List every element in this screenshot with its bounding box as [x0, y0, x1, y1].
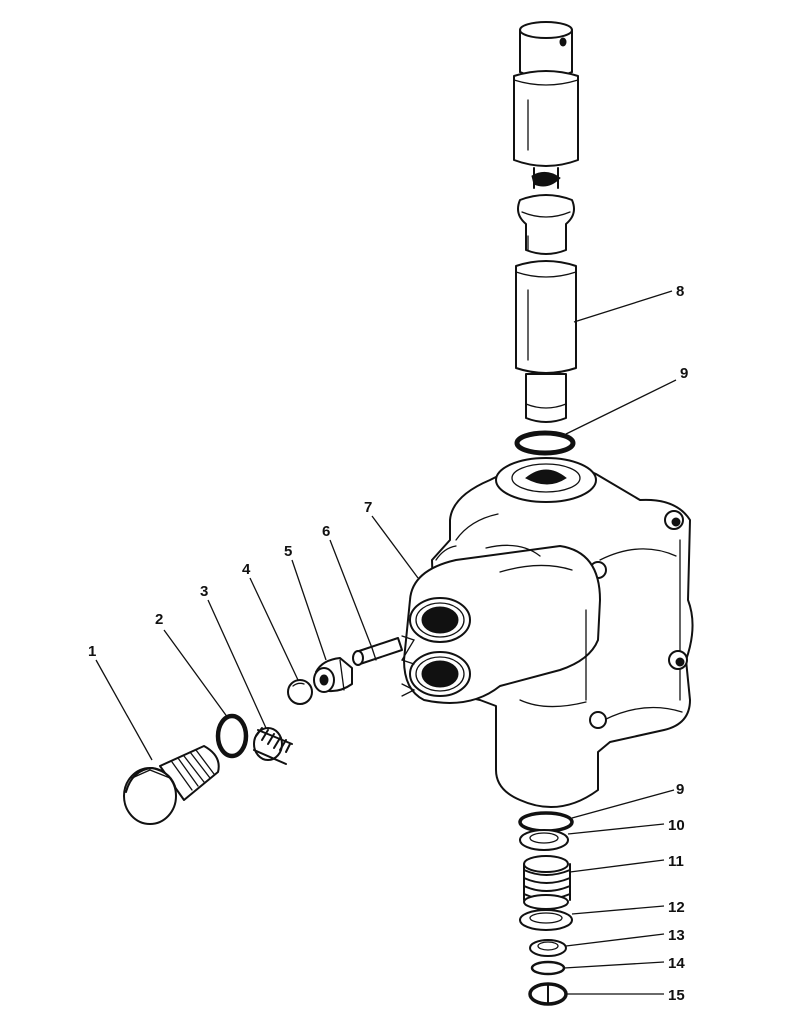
leader-7	[371, 515, 419, 579]
part-6-pin	[352, 637, 403, 666]
leader-10	[567, 823, 665, 835]
callout-14: 14	[668, 955, 685, 972]
leader-3	[207, 599, 267, 729]
leader-2	[163, 629, 229, 719]
callout-1: 1	[88, 643, 96, 660]
part-11-spring	[523, 855, 571, 910]
leader-11	[569, 859, 665, 873]
callout-2: 2	[155, 611, 163, 628]
callout-15: 15	[668, 987, 685, 1004]
callout-12: 12	[668, 899, 685, 916]
leader-lines	[95, 290, 677, 995]
part-13-cap	[529, 939, 567, 957]
leader-13	[565, 933, 665, 947]
callout-4: 4	[242, 561, 251, 578]
part-9-oring-lower	[518, 811, 574, 833]
part-14-washer	[530, 960, 566, 976]
leader-1	[95, 659, 153, 761]
leader-8	[573, 290, 673, 323]
leader-9b	[571, 789, 675, 819]
part-5-poppet	[313, 657, 353, 693]
leader-14	[563, 961, 665, 969]
callout-10: 10	[668, 817, 685, 834]
callout-9a: 9	[680, 365, 688, 382]
leader-9a	[565, 379, 677, 435]
part-15-snap-ring	[528, 982, 568, 1006]
callout-5: 5	[284, 543, 292, 560]
part-12-retainer	[519, 909, 573, 931]
callout-13: 13	[668, 927, 685, 944]
callout-8: 8	[676, 283, 684, 300]
callout-7: 7	[364, 499, 372, 516]
callout-11: 11	[668, 853, 684, 870]
part-10-washer	[519, 829, 569, 851]
part-8-spool	[513, 21, 579, 423]
callout-9b: 9	[676, 781, 684, 798]
part-1-plug	[123, 745, 220, 825]
leader-12	[571, 905, 665, 915]
part-3-spring	[253, 727, 293, 765]
leader-4	[249, 577, 299, 681]
part-4-ball	[287, 679, 313, 705]
part-2-oring	[215, 713, 249, 759]
leader-5	[291, 559, 327, 661]
part-9-oring-upper	[514, 430, 576, 456]
callout-6: 6	[322, 523, 330, 540]
leader-6	[329, 539, 373, 649]
callout-3: 3	[200, 583, 208, 600]
callout-labels: 1 2 3 4 5 6 7 8 9 9 10 11 12 13 14 15	[88, 283, 688, 1004]
part-7-valve-body	[401, 457, 694, 809]
